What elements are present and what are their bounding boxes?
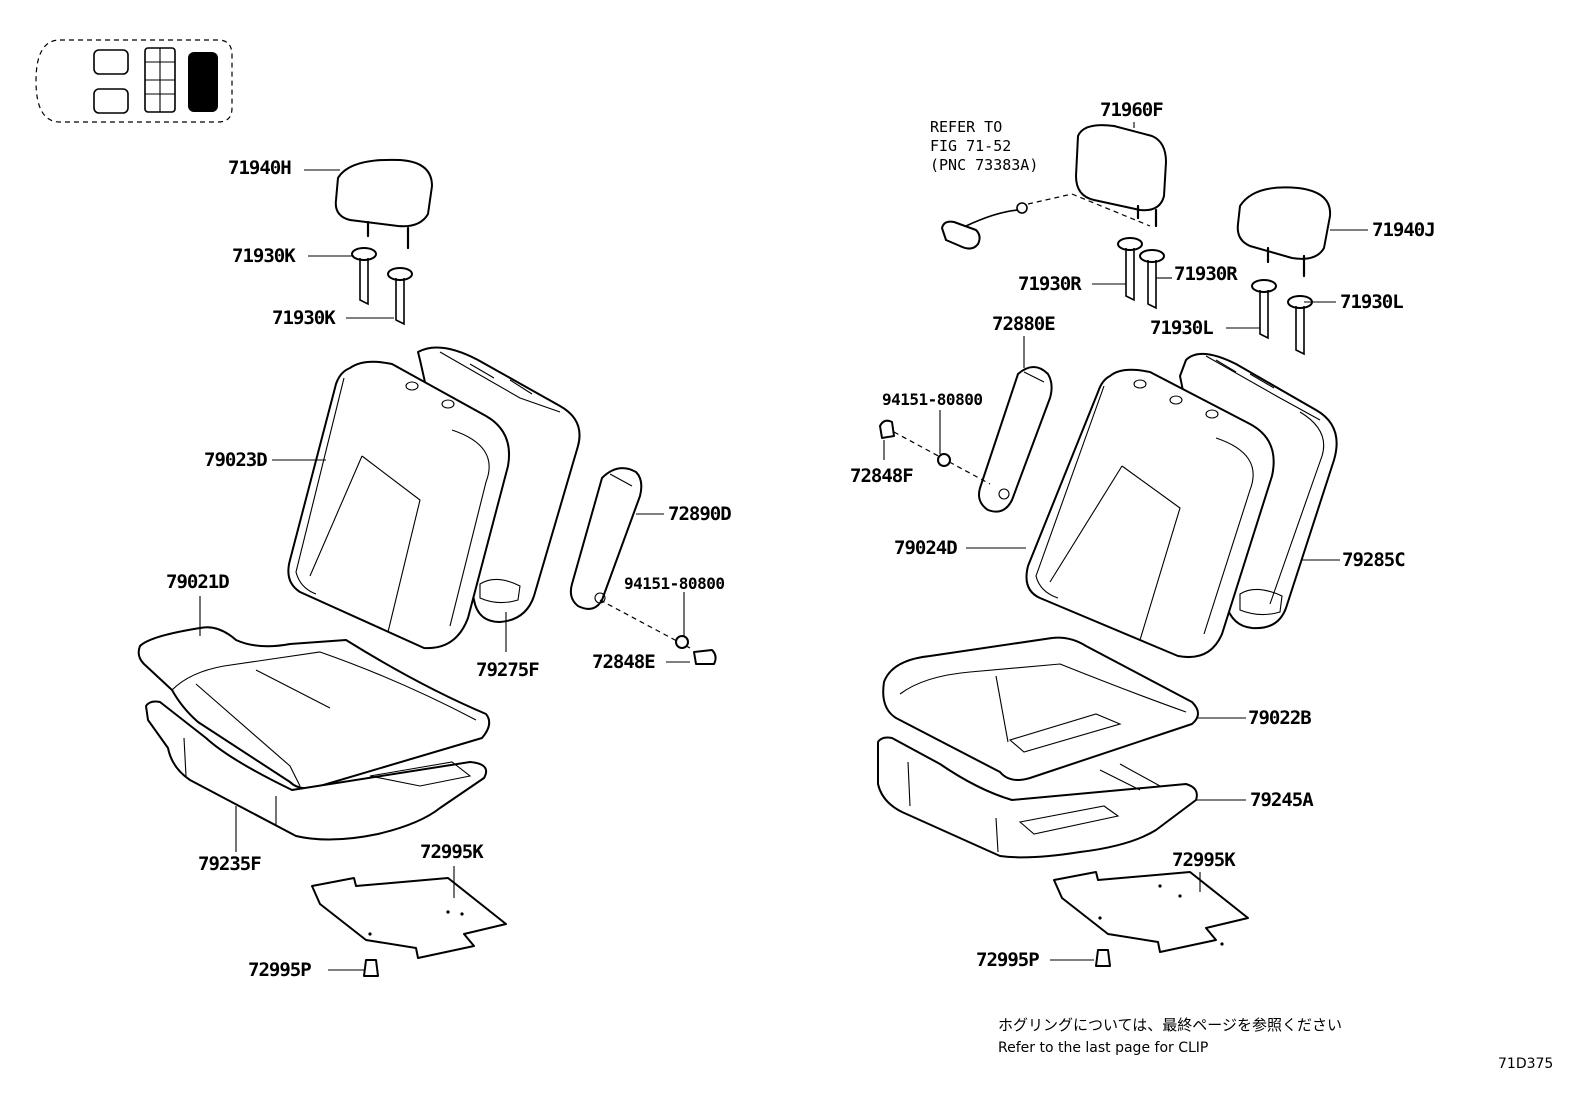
label-79022B: 79022B bbox=[1248, 707, 1312, 729]
label-72995P-left: 72995P bbox=[248, 959, 312, 981]
headrest-71940H bbox=[334, 158, 433, 250]
label-71930R-a: 71930R bbox=[1018, 273, 1082, 295]
guide-71930R-a bbox=[1117, 237, 1143, 302]
leader-lines bbox=[199, 122, 1368, 971]
clip-72995P-left bbox=[363, 959, 379, 977]
label-79021D: 79021D bbox=[166, 571, 230, 593]
bolt-72848E bbox=[693, 649, 717, 665]
label-72995P-right: 72995P bbox=[976, 949, 1040, 971]
seatback-79023D bbox=[287, 360, 510, 650]
label-71930L-a: 71930L bbox=[1150, 317, 1214, 339]
clip-72995P-right bbox=[1095, 949, 1111, 967]
plate-72995K-left bbox=[311, 877, 507, 959]
label-71930K-b: 71930K bbox=[272, 307, 336, 329]
label-71940J: 71940J bbox=[1372, 219, 1436, 241]
figure-code: 71D375 bbox=[1498, 1056, 1554, 1072]
headrest-71960F bbox=[1075, 124, 1167, 228]
guide-71930K-a bbox=[351, 247, 377, 306]
label-72848E: 72848E bbox=[592, 651, 656, 673]
seatback-79024D bbox=[1025, 368, 1275, 658]
label-79023D: 79023D bbox=[204, 449, 268, 471]
label-72848F: 72848F bbox=[850, 465, 914, 487]
plate-72995K-right bbox=[1053, 871, 1249, 953]
nut-94151-left bbox=[599, 599, 691, 649]
guide-71930K-b bbox=[387, 267, 413, 326]
label-79235F: 79235F bbox=[198, 853, 262, 875]
note-english: Refer to the last page for CLIP bbox=[998, 1040, 1209, 1056]
label-79285C: 79285C bbox=[1342, 549, 1406, 571]
reference-line-3: (PNC 73383A) bbox=[930, 156, 1039, 174]
label-79275F: 79275F bbox=[476, 659, 540, 681]
label-71930K-a: 71930K bbox=[232, 245, 296, 267]
label-71960F: 71960F bbox=[1100, 99, 1164, 121]
label-94151-right: 94151-80800 bbox=[882, 390, 983, 409]
label-71930R-b: 71930R bbox=[1174, 263, 1238, 285]
guide-71930R-b bbox=[1139, 249, 1165, 310]
seat-cushion-79022B bbox=[882, 636, 1199, 781]
label-71940H: 71940H bbox=[228, 157, 292, 179]
label-79024D: 79024D bbox=[894, 537, 958, 559]
note-japanese: ホグリングについては、最終ページを参照ください bbox=[998, 1016, 1342, 1034]
nut-94151-right bbox=[937, 453, 951, 467]
reference-note: REFER TO FIG 71-52 (PNC 73383A) bbox=[930, 118, 1038, 175]
guide-71930L-a bbox=[1251, 279, 1277, 340]
remote-cable bbox=[941, 193, 1151, 250]
label-72995K-right: 72995K bbox=[1172, 849, 1236, 871]
seat-locator-inset bbox=[35, 39, 233, 123]
reference-line-1: REFER TO bbox=[930, 118, 1003, 136]
label-72995K-left: 72995K bbox=[420, 841, 484, 863]
label-72880E: 72880E bbox=[992, 313, 1056, 335]
label-79245A: 79245A bbox=[1250, 789, 1314, 811]
label-72890D: 72890D bbox=[668, 503, 732, 525]
headrest-71940J bbox=[1236, 186, 1332, 278]
seat-frame-79245A bbox=[877, 736, 1198, 859]
armrest-72890D bbox=[569, 467, 643, 610]
seat-cushion-79021D bbox=[137, 626, 491, 790]
reference-line-2: FIG 71-52 bbox=[930, 137, 1012, 155]
seat-frame-79235F bbox=[145, 700, 488, 841]
label-71930L-b: 71930L bbox=[1340, 291, 1404, 313]
armrest-72880E bbox=[978, 366, 1053, 513]
guide-71930L-b bbox=[1287, 295, 1313, 356]
label-94151-left: 94151-80800 bbox=[624, 574, 725, 593]
